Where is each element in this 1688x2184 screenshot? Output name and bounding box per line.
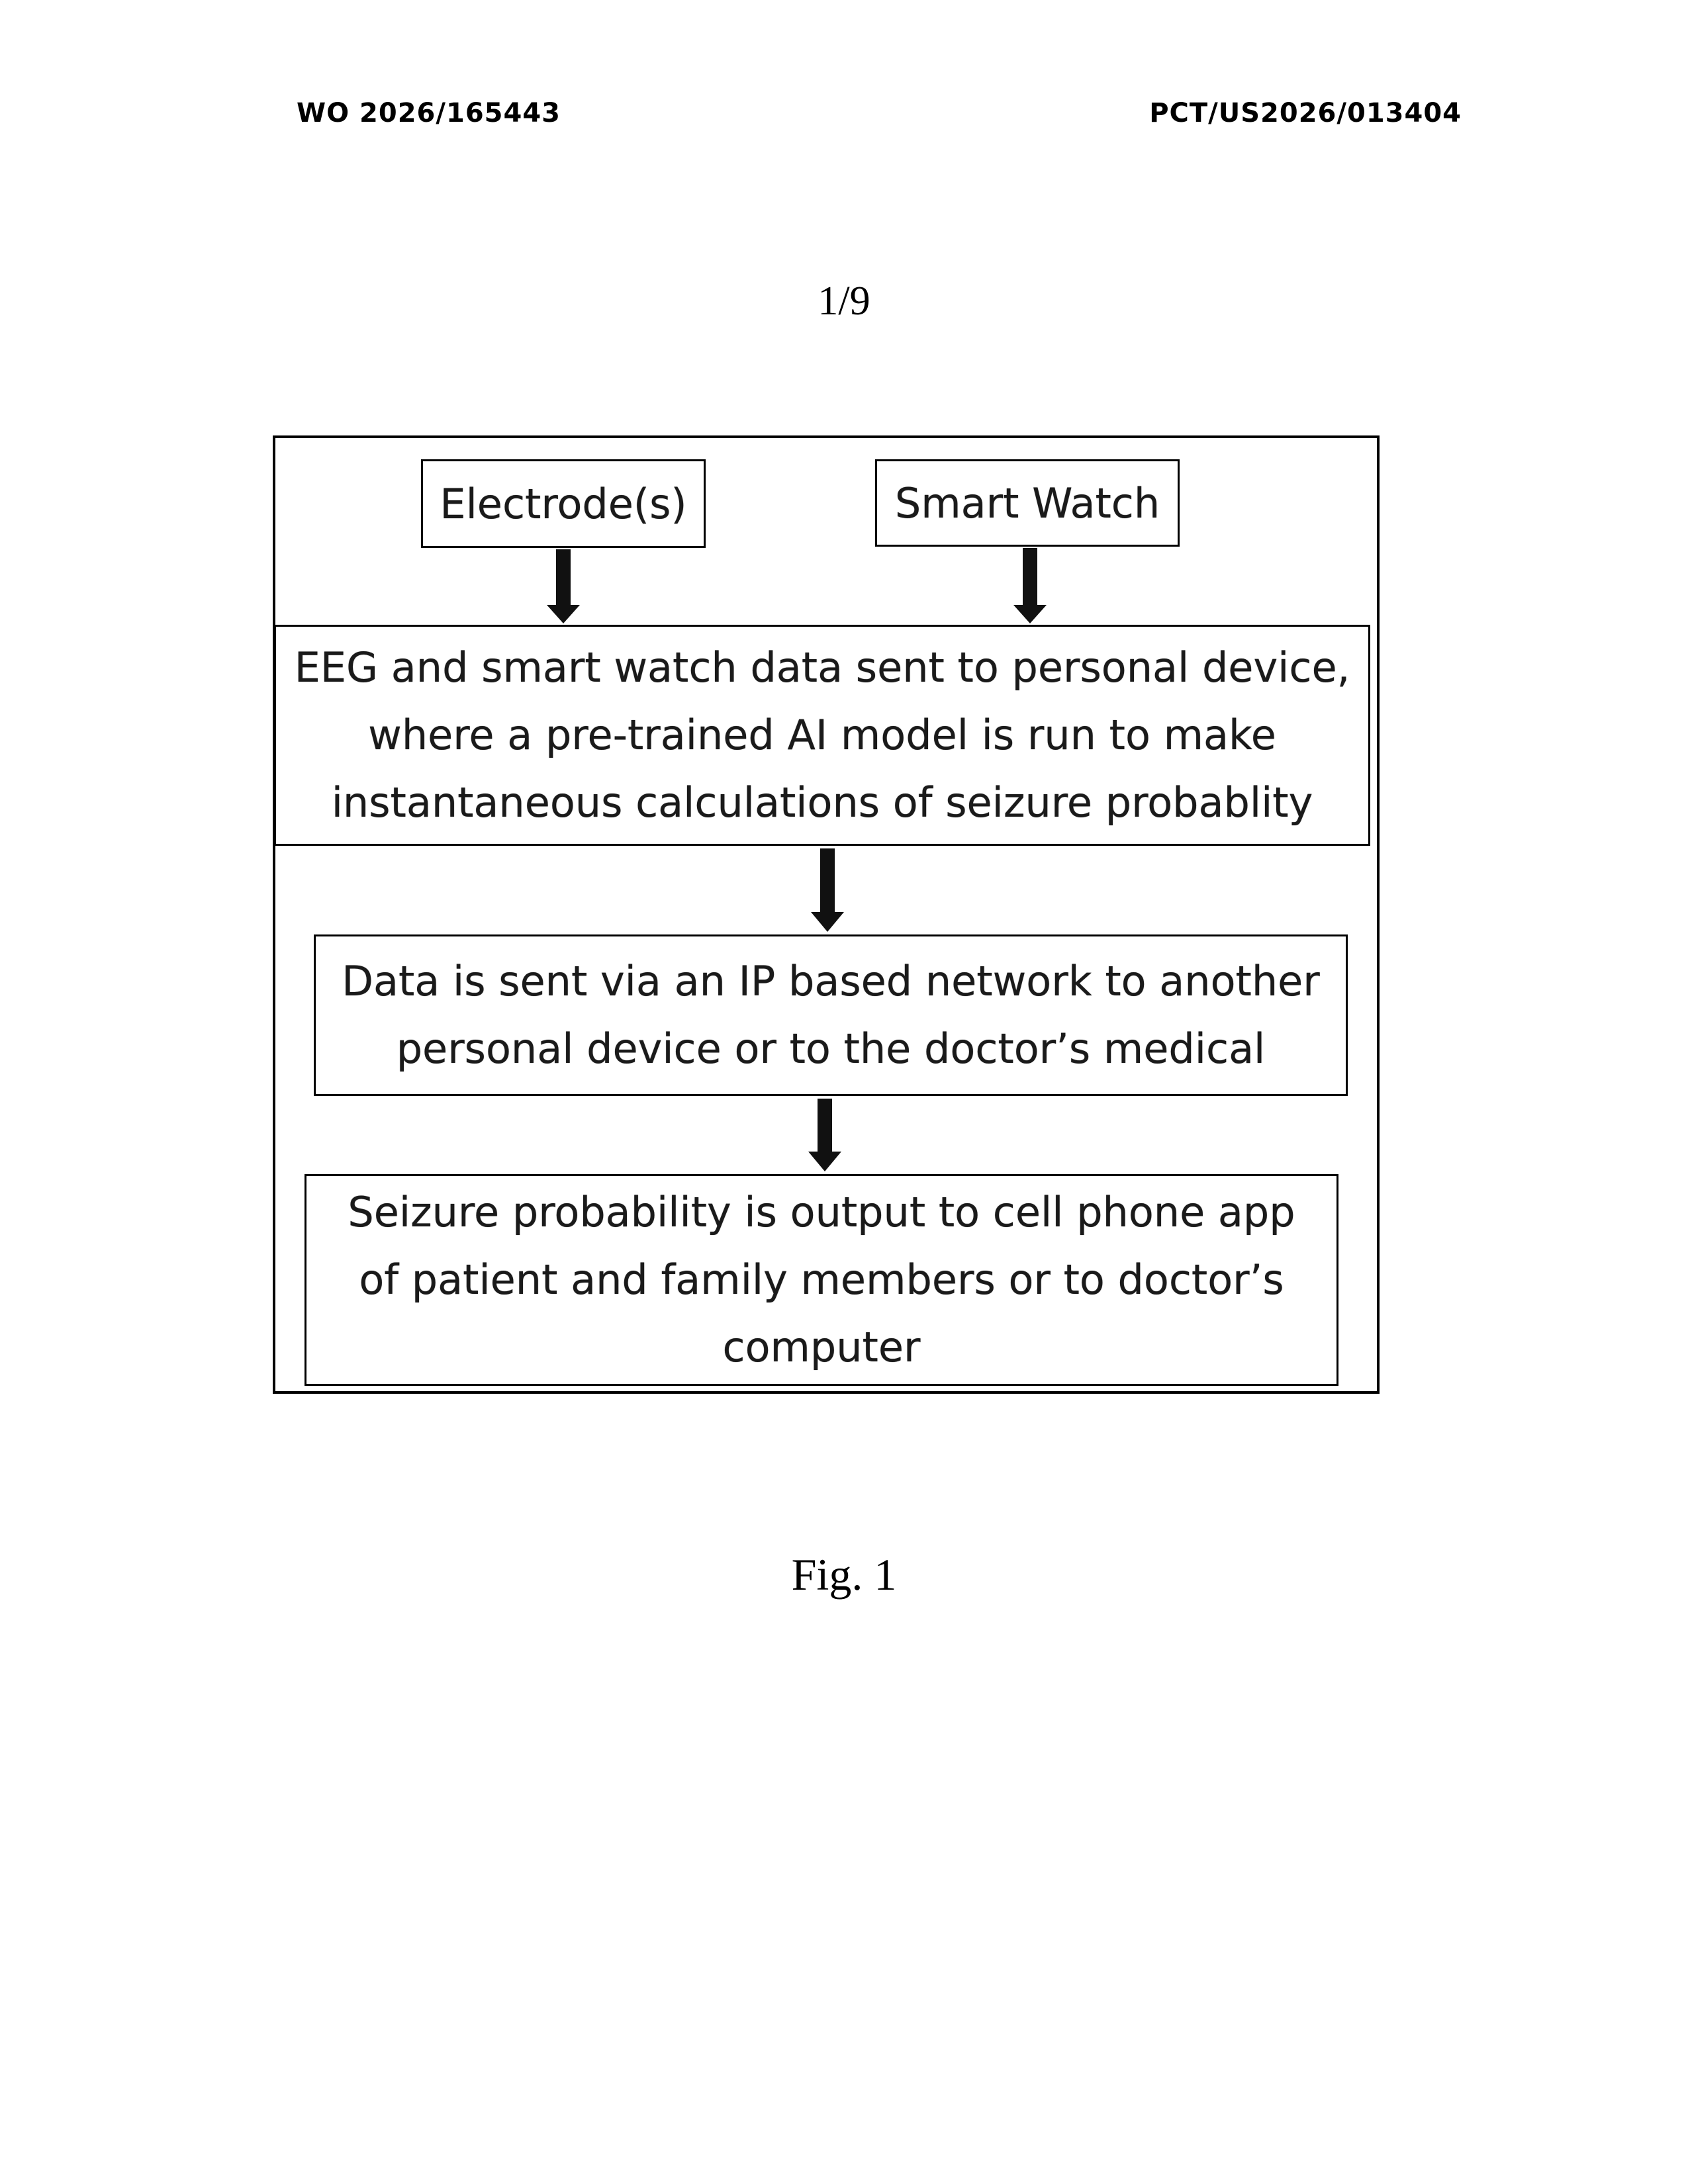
- eeg-line-2: where a pre-trained AI model is run to m…: [295, 702, 1350, 769]
- smart-watch-box: Smart Watch: [875, 459, 1180, 547]
- network-transfer-box: Data is sent via an IP based network to …: [314, 934, 1348, 1096]
- eeg-line-1: EEG and smart watch data sent to persona…: [295, 634, 1350, 702]
- eeg-line-3: instantaneous calculations of seizure pr…: [295, 769, 1350, 837]
- electrodes-box: Electrode(s): [421, 459, 706, 548]
- output-line-1: Seizure probability is output to cell ph…: [348, 1179, 1295, 1246]
- network-line-2: personal device or to the doctor’s medic…: [342, 1015, 1320, 1083]
- figure-caption: Fig. 1: [0, 1549, 1688, 1601]
- smart-watch-label: Smart Watch: [895, 479, 1160, 527]
- electrodes-label: Electrode(s): [440, 480, 686, 528]
- seizure-output-box: Seizure probability is output to cell ph…: [305, 1174, 1338, 1386]
- output-line-2: of patient and family members or to doct…: [348, 1246, 1295, 1314]
- output-line-3: computer: [348, 1314, 1295, 1381]
- sheet-number: 1/9: [0, 278, 1688, 324]
- publication-number: WO 2026/165443: [297, 98, 561, 128]
- network-line-1: Data is sent via an IP based network to …: [342, 948, 1320, 1015]
- application-number: PCT/US2026/013404: [1149, 98, 1462, 128]
- eeg-processing-box: EEG and smart watch data sent to persona…: [274, 625, 1370, 846]
